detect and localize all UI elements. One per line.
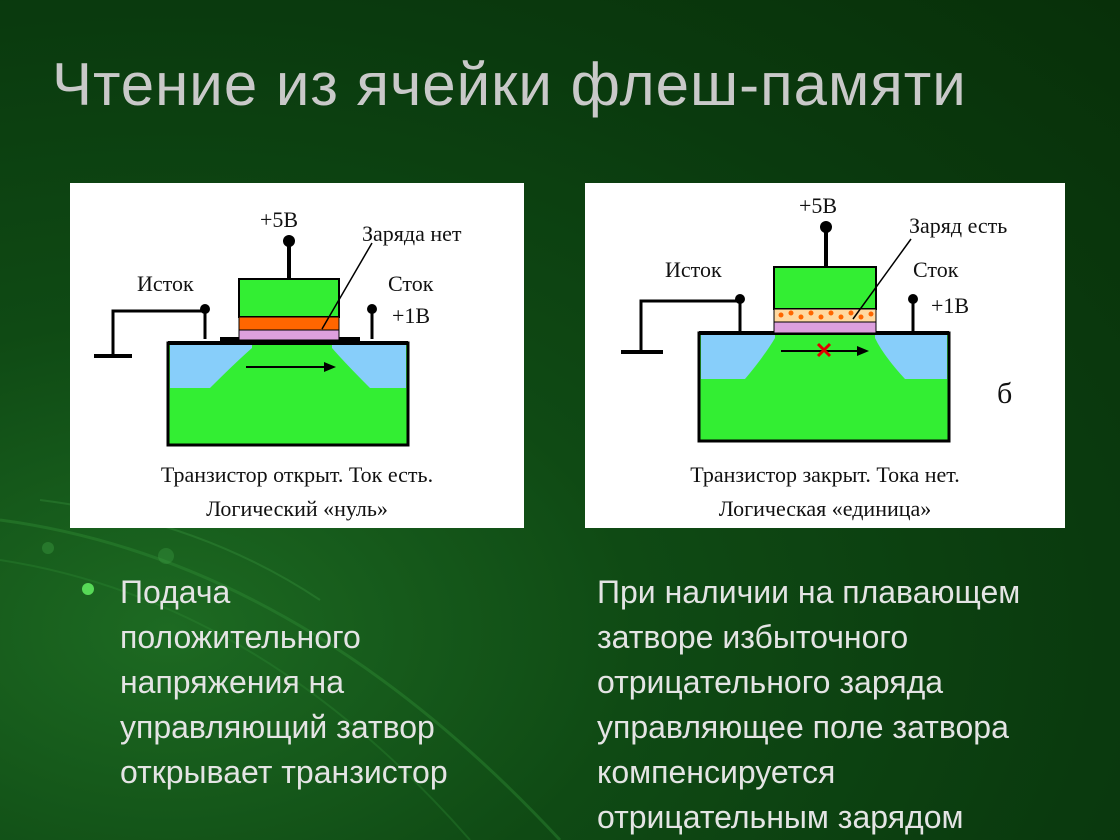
caption-line-1: Транзистор открыт. Ток есть. (160, 462, 434, 487)
drain-voltage-label: +1В (392, 303, 431, 328)
right-text-line: управляющее поле затвора (597, 709, 1009, 745)
caption-line-2: Логический «нуль» (206, 496, 388, 521)
charge-status-label: Заряда нет (362, 221, 462, 246)
control-gate (773, 266, 877, 310)
drain-label: Сток (388, 271, 434, 296)
bullet-dot (82, 583, 94, 595)
left-text-line: управляющий затвор (120, 709, 435, 745)
transistor-open-drawing (94, 235, 410, 447)
caption-line-2: Логическая «единица» (718, 496, 932, 521)
source-label: Исток (665, 257, 722, 282)
floating-gate (238, 316, 340, 331)
left-text-line: напряжения на (120, 664, 344, 700)
drain-diffusion (332, 344, 406, 388)
panel-letter: б (997, 377, 1013, 410)
right-description: При наличии на плавающем затворе избыточ… (597, 570, 1020, 840)
transistor-closed-drawing (621, 221, 951, 443)
charge-status-label: Заряд есть (909, 213, 1008, 238)
left-text-line: Подача (120, 574, 231, 610)
gate-terminal (820, 221, 832, 233)
gate-terminal (283, 235, 295, 247)
diagram-panel-closed-transistor: +5В Заряд есть Исток Сток +1В б Транзист… (585, 183, 1065, 528)
oxide-layer (238, 329, 340, 341)
source-diffusion (701, 334, 775, 379)
right-text-line: компенсируется (597, 754, 836, 790)
gate-voltage-label: +5В (799, 193, 838, 218)
right-text-line: отрицательного заряда (597, 664, 944, 700)
diagram-panel-open-transistor: +5В Заряда нет Исток Сток +1В Транзистор… (70, 183, 524, 528)
drain-diffusion (875, 334, 947, 379)
left-text-line: положительного (120, 619, 361, 655)
right-text-line: затворе избыточного (597, 619, 909, 655)
gate-voltage-label: +5В (260, 207, 299, 232)
oxide-layer (773, 321, 877, 334)
control-gate (238, 278, 340, 318)
drain-terminal (908, 294, 918, 304)
caption-line-1: Транзистор закрыт. Тока нет. (690, 462, 960, 487)
right-text-line: При наличии на плавающем (597, 574, 1021, 610)
source-label: Исток (137, 271, 194, 296)
drain-terminal (367, 304, 377, 314)
source-diffusion (170, 344, 252, 388)
left-text-line: открывает транзистор (120, 754, 448, 790)
drain-voltage-label: +1В (931, 293, 970, 318)
left-description: Подача положительного напряжения на упра… (120, 570, 448, 795)
drain-label: Сток (913, 257, 959, 282)
right-text-line: отрицательным зарядом (597, 799, 964, 835)
slide-title: Чтение из ячейки флеш-памяти (52, 51, 967, 118)
